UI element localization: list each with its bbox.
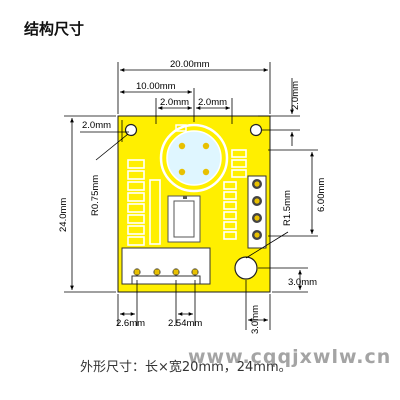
ic-chip — [167, 195, 201, 243]
sensor-body — [166, 130, 222, 186]
size-caption: 外形尺寸：长×宽20mm，24mm。 — [80, 360, 292, 375]
dim-left-hole-2: 2.0mm — [82, 120, 111, 131]
sensor-pin — [178, 168, 186, 176]
mount-hole-left — [124, 123, 138, 137]
sensor-pin — [202, 168, 210, 176]
dim-bottom-30: 3.0mm — [288, 277, 317, 288]
sensor-pin — [202, 142, 210, 150]
dim-radius: R0.75mm — [90, 175, 101, 216]
dim-bottom-left-26: 2.6mm — [116, 318, 145, 329]
dim-width-total: 20.00mm — [170, 59, 210, 70]
dim-pitch-600: 6.00mm — [316, 178, 327, 212]
header-pins — [247, 175, 267, 249]
mount-hole-right — [249, 123, 263, 137]
right-pads — [223, 149, 247, 240]
dim-bottom-vert-30: 3.0mm — [250, 305, 261, 334]
dim-left-2: 2.0mm — [160, 97, 189, 108]
dim-height: 24.0mm — [58, 198, 69, 232]
sensor-outline — [159, 123, 229, 193]
dim-bottom-254: 2.54mm — [168, 318, 202, 329]
sensor-pin — [178, 142, 186, 150]
dim-right-2: 2.0mm — [198, 97, 227, 108]
mount-hole-large — [234, 256, 258, 280]
left-pads — [127, 159, 145, 246]
watermark: www.cqqjxwlw.cn — [188, 346, 392, 368]
dim-center: 10.00mm — [136, 81, 176, 92]
connector-pins — [133, 268, 199, 276]
dim-top-right-2: 2.0mm — [290, 81, 301, 110]
dim-r15: R1.5mm — [282, 190, 293, 226]
bottom-connector — [121, 247, 211, 285]
page-title: 结构尺寸 — [24, 20, 85, 38]
